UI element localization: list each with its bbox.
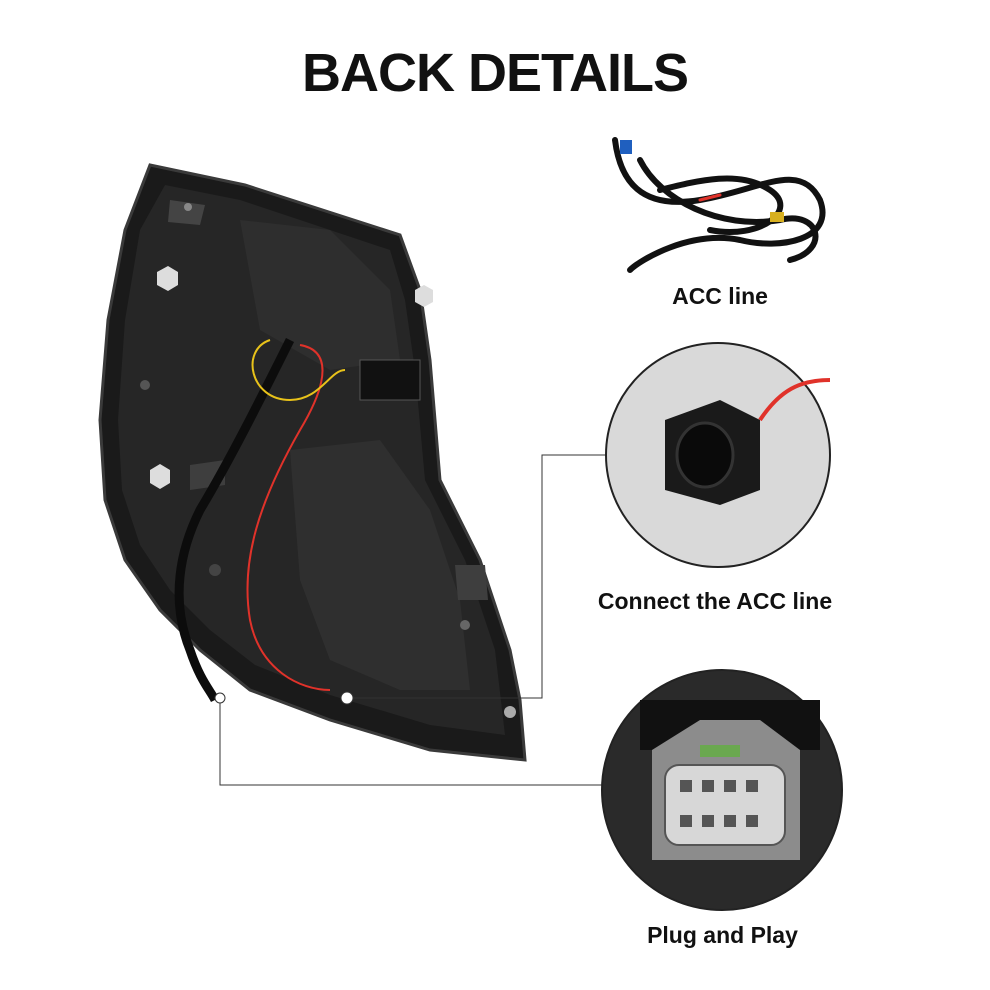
acc-connector-closeup: [605, 342, 831, 568]
callout-dot-plug: [214, 692, 226, 704]
acc-line-label: ACC line: [672, 283, 768, 309]
page-title: BACK DETAILS: [302, 43, 689, 103]
callout-dot-acc: [340, 691, 354, 705]
connect-acc-line-label: Connect the ACC line: [597, 588, 833, 614]
plug-connector-closeup: [601, 669, 843, 911]
acc-line-harness-image: [612, 137, 826, 273]
callout-lines: [219, 454, 607, 786]
taillight-back-image: [98, 163, 527, 762]
plug-and-play-label: Plug and Play: [647, 922, 798, 948]
